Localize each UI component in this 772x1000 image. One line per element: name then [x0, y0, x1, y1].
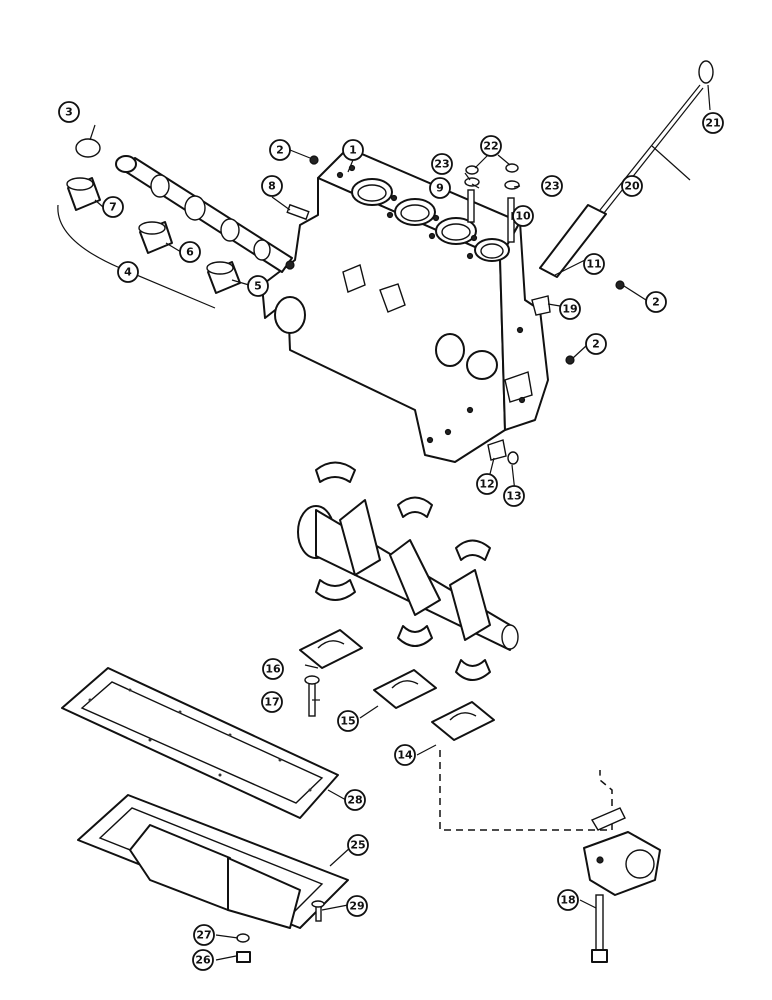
- svg-text:28: 28: [347, 794, 362, 807]
- svg-text:2: 2: [276, 144, 284, 157]
- svg-text:29: 29: [349, 900, 364, 913]
- callout-20: 20: [621, 175, 643, 197]
- callout-11: 11: [583, 253, 605, 275]
- callout-25: 25: [347, 834, 369, 856]
- fitting-12: [487, 439, 507, 461]
- callout-2c: 2: [585, 333, 607, 355]
- camshaft: [115, 155, 295, 273]
- svg-text:14: 14: [397, 749, 413, 762]
- svg-text:2: 2: [592, 338, 600, 351]
- svg-text:12: 12: [479, 478, 494, 491]
- svg-text:5: 5: [254, 280, 262, 293]
- callout-10: 10: [512, 205, 534, 227]
- svg-text:22: 22: [483, 140, 498, 153]
- camshaft-bearing-7: [66, 177, 101, 211]
- plug-2a: [309, 155, 319, 165]
- callout-2a: 2: [269, 139, 291, 161]
- bracket-4: [57, 204, 216, 309]
- callout-14: 14: [394, 744, 416, 766]
- callout-15: 15: [337, 710, 359, 732]
- callout-27: 27: [193, 924, 215, 946]
- svg-text:13: 13: [506, 490, 521, 503]
- svg-text:25: 25: [350, 839, 365, 852]
- main-bearing-shells: [315, 461, 491, 681]
- svg-text:27: 27: [196, 929, 211, 942]
- callout-7: 7: [102, 196, 124, 218]
- bolt-17: [308, 681, 316, 717]
- svg-text:18: 18: [560, 894, 575, 907]
- washer-27: [236, 933, 250, 943]
- svg-text:11: 11: [586, 258, 601, 271]
- callout-12: 12: [476, 473, 498, 495]
- svg-text:8: 8: [268, 180, 276, 193]
- callout-26: 26: [192, 949, 214, 971]
- svg-text:3: 3: [65, 106, 73, 119]
- oil-pipe-dashed: [439, 750, 613, 831]
- svg-text:7: 7: [109, 201, 117, 214]
- stud-9: [467, 189, 475, 223]
- callout-8: 8: [261, 175, 283, 197]
- callout-23a: 23: [431, 153, 453, 175]
- crankshaft: [297, 499, 519, 651]
- callout-1: 1: [342, 139, 364, 161]
- svg-text:26: 26: [195, 954, 211, 967]
- callout-4: 4: [117, 261, 139, 283]
- dipstick-tube-11: [539, 204, 607, 278]
- main-bearing-cap-15: [373, 669, 437, 709]
- callout-18: 18: [557, 889, 579, 911]
- washer-13: [507, 451, 519, 465]
- main-bearing-cap-16: [299, 629, 363, 669]
- fitting-19: [531, 295, 551, 316]
- svg-text:6: 6: [186, 246, 194, 259]
- plug-2c: [565, 355, 575, 365]
- callout-19: 19: [559, 298, 581, 320]
- callout-3: 3: [58, 101, 80, 123]
- callout-6: 6: [179, 241, 201, 263]
- svg-text:1: 1: [349, 144, 357, 157]
- callout-21: 21: [702, 112, 724, 134]
- callout-2b: 2: [645, 291, 667, 313]
- oil-pan: [77, 794, 349, 929]
- bolt-18: [595, 894, 604, 954]
- washer-23a: [464, 177, 480, 187]
- svg-text:23: 23: [434, 158, 449, 171]
- svg-text:23: 23: [544, 180, 559, 193]
- plug-26: [236, 951, 251, 963]
- callout-17: 17: [261, 691, 283, 713]
- pump-gasket: [590, 807, 626, 831]
- svg-text:16: 16: [265, 663, 281, 676]
- callout-9: 9: [429, 177, 451, 199]
- callout-29: 29: [346, 895, 368, 917]
- dowel-8: [286, 203, 310, 221]
- svg-text:2: 2: [652, 296, 660, 309]
- dipstick-handle-21: [698, 60, 714, 84]
- main-bearing-cap-14: [431, 701, 495, 741]
- svg-text:17: 17: [264, 696, 279, 709]
- callout-28: 28: [344, 789, 366, 811]
- svg-text:9: 9: [436, 182, 444, 195]
- callout-5: 5: [247, 275, 269, 297]
- plug-3: [75, 138, 101, 158]
- oil-pan-gasket: [61, 667, 339, 819]
- svg-text:20: 20: [624, 180, 640, 193]
- washer-23b: [504, 180, 520, 190]
- engine-block: [261, 147, 549, 463]
- plug-2b: [615, 280, 625, 290]
- camshaft-bearing-6: [138, 221, 173, 254]
- oil-pump-18: [583, 831, 661, 896]
- callout-13: 13: [503, 485, 525, 507]
- dipstick-20: [599, 84, 701, 211]
- callout-16: 16: [262, 658, 284, 680]
- callout-23b: 23: [541, 175, 563, 197]
- svg-text:10: 10: [515, 210, 531, 223]
- svg-text:21: 21: [705, 117, 720, 130]
- svg-text:15: 15: [340, 715, 355, 728]
- svg-text:4: 4: [124, 266, 132, 279]
- svg-text:19: 19: [562, 303, 577, 316]
- camshaft-bearing-5: [206, 261, 241, 294]
- callout-22: 22: [480, 135, 502, 157]
- nut-22b: [505, 163, 519, 173]
- leader-lines: [89, 84, 711, 961]
